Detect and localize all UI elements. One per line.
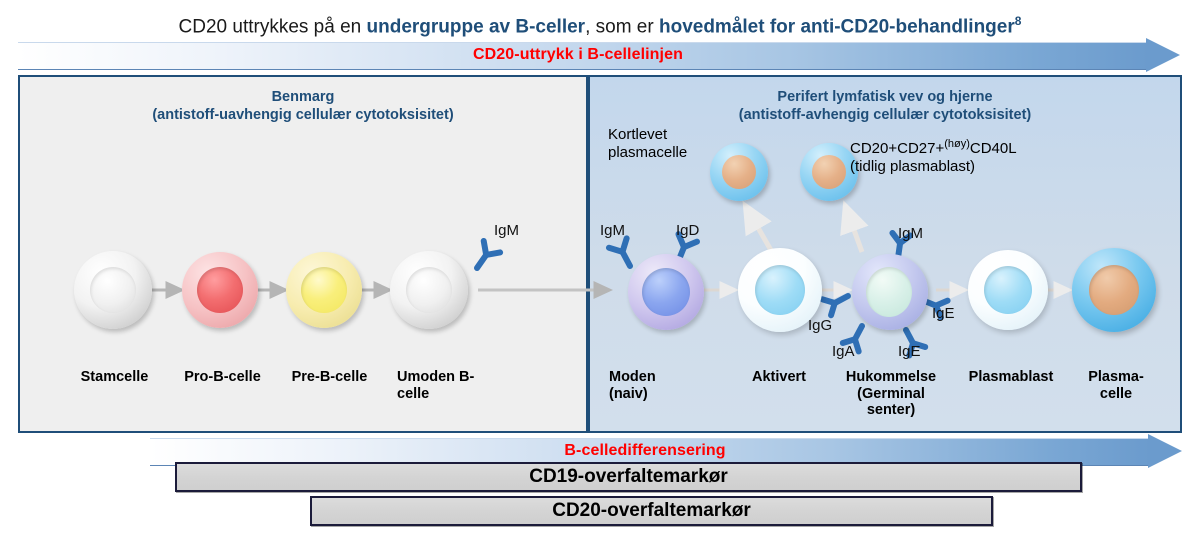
annotation-kortlevet-line2: plasmacelle [608,144,688,161]
label-plasmablast-line1: Plasmablast [968,369,1054,385]
top-arrow-body [18,42,1148,70]
label-ige-memory-2: IgE [898,343,921,360]
cd19-marker-bar: CD19-overfaltemarkør [175,462,1082,492]
top-arrow-head [1146,38,1180,72]
nucleus-aktivert [755,265,805,315]
nucleus-plasmablast [984,266,1032,314]
panel-bone-marrow-title: Benmarg (antistoff-uavhengig cellulær cy… [20,88,586,124]
annotation-cd40l-line2: (tidlig plasmablast) [850,158,976,175]
cd20-marker-bar: CD20-overfaltemarkør [310,496,993,526]
cell-kortlevet-plasmacelle-2 [800,143,858,201]
annotation-cd40l-line1: CD20+CD27+ [850,140,945,157]
nucleus-pro-b-celle [197,267,243,313]
headline-reference: 8 [1014,14,1022,28]
headline-bold1: undergruppe av B-celler [366,16,586,38]
page-title: CD20 uttrykkes på en undergruppe av B-ce… [0,14,1200,38]
label-stamcelle-line1: Stamcelle [80,369,149,385]
label-igd-moden: IgD [676,222,700,239]
nucleus-stamcelle [90,267,136,313]
receptor-iga-memory [839,323,865,355]
panel-peripheral-title-line1: Perifert lymfatisk vev og hjerne [777,89,993,105]
cell-moden-naiv [628,254,704,330]
nucleus-hukommelse [866,267,912,317]
cell-plasmablast [968,250,1048,330]
panel-bone-marrow-title-line2: (antistoff-uavhengig cellulær cytotoksis… [152,107,454,124]
label-moden-line1: Moden [609,369,656,385]
cell-pre-b-celle [286,252,362,328]
nucleus-plasmacelle [1089,265,1139,315]
label-igm-moden: IgM [600,222,626,239]
bottom-arrow-band: B-celledifferensering [150,434,1182,468]
cd19-marker-label: CD19-overfaltemarkør [529,466,728,487]
panel-bone-marrow-title-line1: Benmarg [271,89,335,105]
label-pre-b-line1: Pre-B-celle [291,369,368,385]
top-band-label: CD20-uttrykk i B-cellelinjen [473,46,683,63]
label-cell-hukommelse: Hukommelse (Germinal senter) [830,369,952,419]
bottom-arrow-head [1148,434,1182,468]
cell-pro-b-celle [182,252,258,328]
nucleus-pre-b-celle [301,267,347,313]
annotation-cd40l-sup: (høy) [944,138,970,150]
cell-umoden-b-celle [390,251,468,329]
label-cell-pre-b-celle: Pre-B-celle [277,369,382,386]
label-cell-umoden-b-celle: Umoden B- (naiv) celle [397,369,493,402]
receptor-igm-umoden [474,237,504,271]
label-umoden-line1: Umoden B- [397,369,475,385]
headline-bold2: hovedmålet for anti-CD20-behandlinger [658,16,1015,38]
receptor-igm-moden [605,235,633,269]
panel-peripheral-title: Perifert lymfatisk vev og hjerne (antist… [590,88,1180,124]
label-aktivert-line1: Aktivert [752,369,806,385]
label-iga-memory: IgA [832,343,855,360]
nucleus-kortlevet-1 [722,155,756,189]
label-cell-aktivert: Aktivert [726,369,832,386]
label-plasmacelle-line2: celle [1099,385,1133,402]
cell-kortlevet-plasmacelle-1 [710,143,768,201]
cell-hukommelse [852,254,928,330]
label-cell-plasmablast: Plasmablast [952,369,1070,386]
label-ige-memory-1: IgE [932,305,955,322]
label-hukommelse-line3: senter) [866,402,916,419]
nucleus-moden-naiv [642,268,690,316]
label-plasmacelle-line1: Plasma- [1088,369,1144,385]
annotation-kortlevet-plasmacelle: Kortlevet plasmacelle [608,126,687,162]
panel-peripheral-title-line2: (antistoff-avhengig cellulær cytotoksisi… [738,107,1032,124]
label-cell-stamcelle: Stamcelle [62,369,167,386]
label-cell-moden-naiv: Moden (naiv) [609,369,705,402]
cell-plasmacelle [1072,248,1156,332]
annotation-cd40l-line1b: CD40L [969,140,1017,157]
nucleus-umoden-b-celle [406,267,452,313]
headline-part2: , som er [585,16,659,38]
label-cell-pro-b-celle: Pro-B-celle [170,369,275,386]
label-igm-umoden: IgM [494,222,520,239]
arrow-aktivert-to-plasma-short-1 [742,200,775,254]
cd20-marker-label: CD20-overfaltemarkør [552,500,751,521]
receptor-ige-memory-2 [903,327,929,359]
bottom-band-label: B-celledifferensering [564,442,726,459]
annotation-kortlevet-line1: Kortlevet [608,126,668,143]
annotation-cd40l: CD20+CD27+(høy)CD40L (tidlig plasmablast… [850,138,1017,176]
headline-part1: CD20 uttrykkes på en [178,16,367,38]
label-moden-line2: (naiv) [609,385,648,402]
label-pro-b-line1: Pro-B-celle [184,369,261,385]
bottom-arrow-body [150,438,1150,466]
top-arrow-band: CD20-uttrykk i B-cellelinjen [18,38,1182,72]
label-hukommelse-line2: (Germinal [857,385,925,402]
nucleus-kortlevet-2 [812,155,846,189]
receptor-igg-memory [819,293,851,319]
arrow-memory-to-plasma-short-2 [840,200,869,253]
label-igg-memory: IgG [808,317,833,334]
label-igm-memory: IgM [898,225,924,242]
label-cell-plasmacelle: Plasma- celle [1074,369,1158,402]
label-hukommelse-line1: Hukommelse [845,369,937,385]
cell-aktivert [738,248,822,332]
cell-stamcelle [74,251,152,329]
annotation-cd40l-line1-wrap: CD20+CD27+(høy)CD40L [850,138,1017,158]
label-umoden-line2b: celle [397,385,430,402]
